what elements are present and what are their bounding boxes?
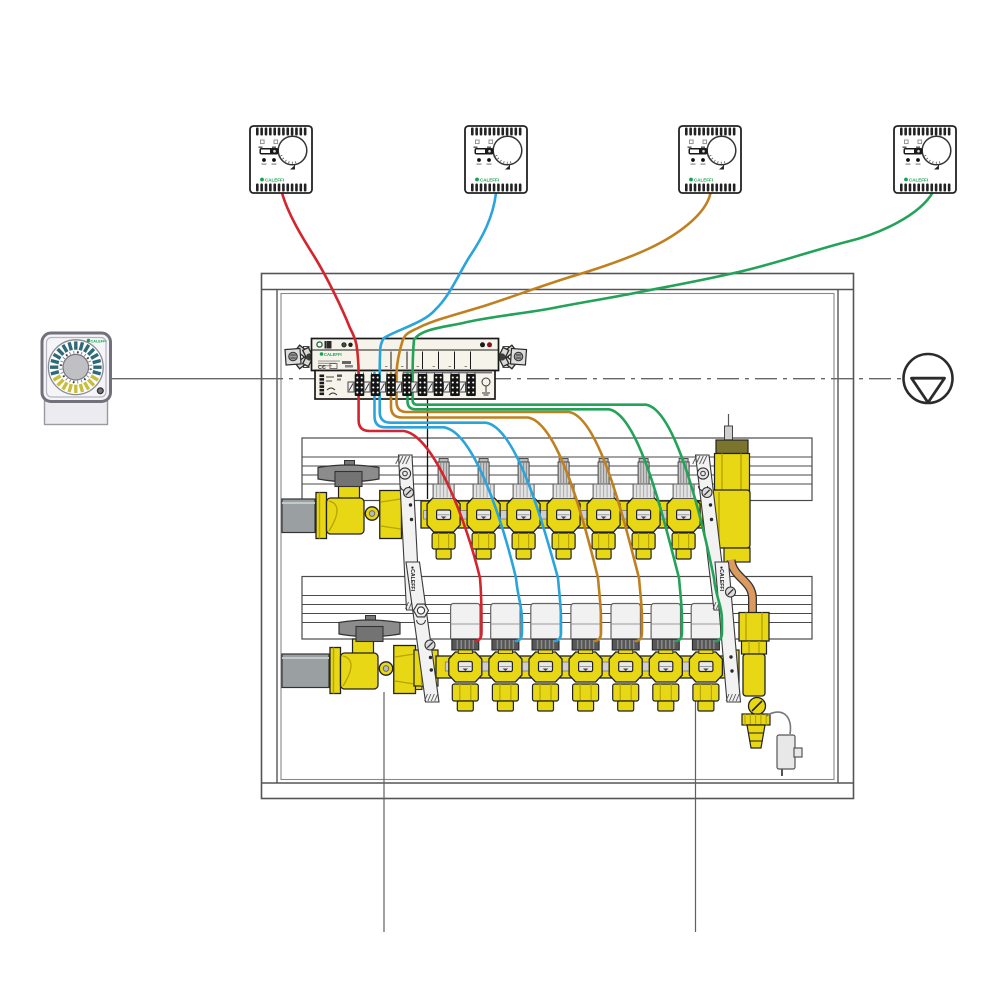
svg-text:CALEFFI: CALEFFI [480, 178, 499, 183]
svg-text:CALEFFI: CALEFFI [265, 178, 284, 183]
svg-text:CЄ: CЄ [318, 365, 326, 371]
svg-text:CALEFFI: CALEFFI [694, 178, 713, 183]
svg-text:●CALEFFI: ●CALEFFI [718, 566, 724, 592]
svg-text:●CALEFFI: ●CALEFFI [409, 566, 415, 592]
svg-text:CALEFFI: CALEFFI [324, 352, 342, 357]
svg-text:CALEFFI: CALEFFI [91, 339, 107, 343]
svg-text:CALEFFI: CALEFFI [909, 178, 928, 183]
